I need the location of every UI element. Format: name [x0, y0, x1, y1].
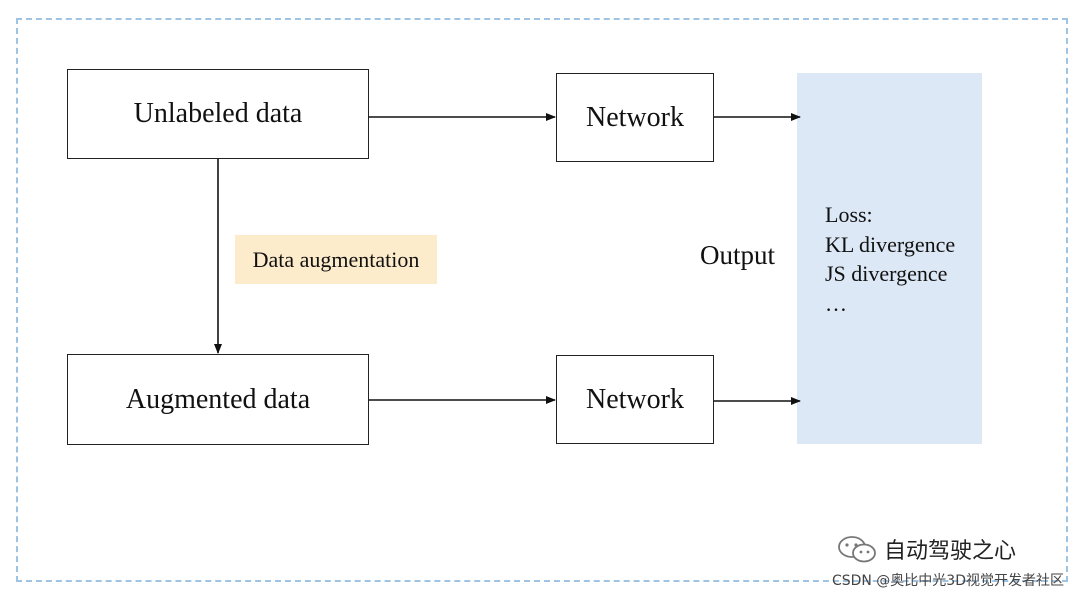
- augmented-data-box: Augmented data: [67, 354, 369, 445]
- data-augmentation-label: Data augmentation: [235, 235, 437, 284]
- wechat-icon: [838, 536, 876, 563]
- augmented-data-label: Augmented data: [125, 383, 311, 415]
- output-label: Output: [700, 240, 776, 270]
- loss-item-js: JS divergence: [825, 261, 948, 286]
- loss-text: Loss: KL divergence JS divergence …: [825, 200, 955, 318]
- loss-panel: [797, 73, 982, 444]
- loss-item-ellipsis: …: [825, 290, 847, 316]
- network-box-top: Network: [556, 73, 714, 162]
- network-bottom-label: Network: [586, 383, 684, 415]
- loss-title: Loss:: [825, 202, 873, 227]
- data-augmentation-text: Data augmentation: [252, 246, 420, 272]
- wechat-channel-name: 自动驾驶之心: [884, 539, 1017, 564]
- unlabeled-data-label: Unlabeled data: [133, 98, 303, 129]
- diagram-frame: [16, 18, 1068, 582]
- wechat-watermark: 自动驾驶之心: [836, 533, 1016, 565]
- loss-item-kl: KL divergence: [825, 231, 956, 257]
- network-top-label: Network: [586, 101, 684, 133]
- unlabeled-data-box: Unlabeled data: [67, 69, 369, 159]
- csdn-watermark: CSDN @奥比中光3D视觉开发者社区: [831, 573, 1064, 589]
- network-box-bottom: Network: [556, 355, 714, 444]
